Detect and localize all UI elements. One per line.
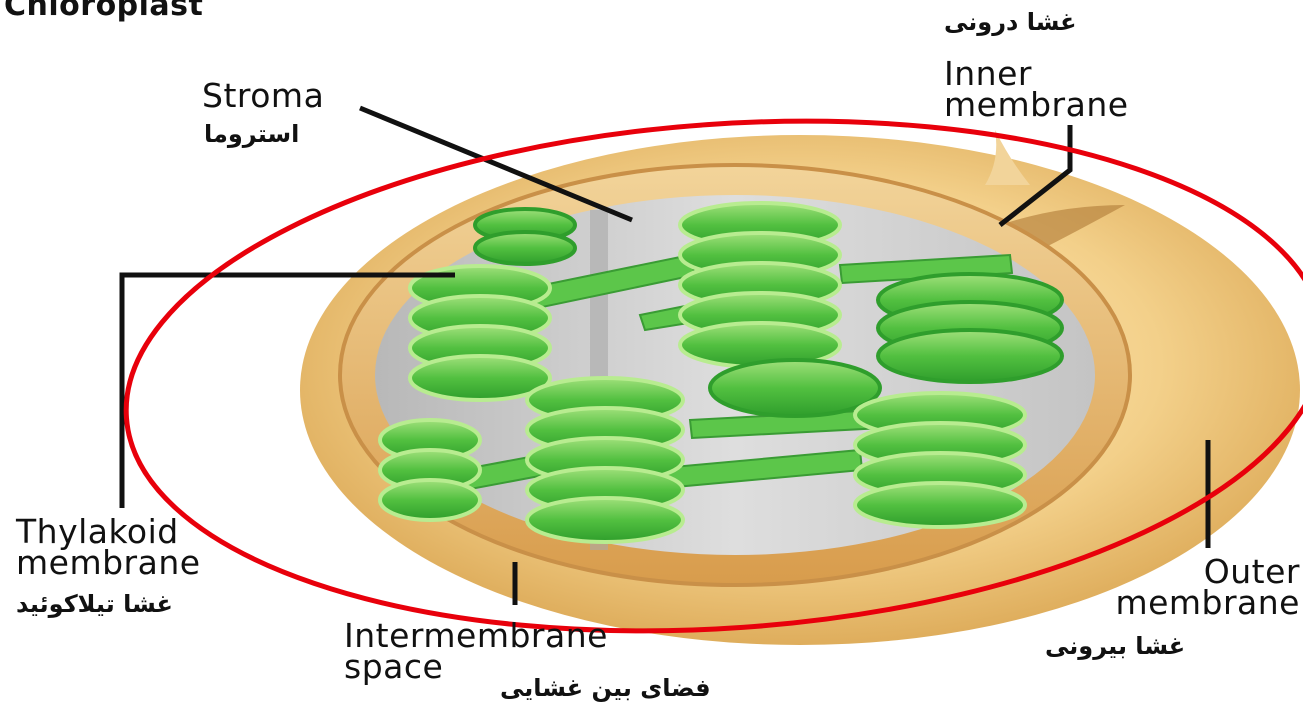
- outer-membrane-label: Outer membrane: [1040, 556, 1300, 618]
- outer-membrane-label-fa: غشا بیرونی: [1045, 632, 1185, 660]
- thylakoid-membrane-label: Thylakoid membrane: [16, 516, 296, 578]
- intermembrane-space-label: Intermembrane space: [344, 620, 704, 682]
- stroma-label: Stroma: [202, 80, 324, 111]
- inner-membrane-label: Inner membrane: [944, 58, 1214, 120]
- inner-membrane-label-fa: غشا درونی: [944, 8, 1077, 36]
- intermembrane-space-label-fa: فضای بین غشایی: [500, 674, 711, 702]
- stroma-label-fa: استروما: [204, 120, 299, 148]
- thylakoid-membrane-label-fa: غشا تیلاکوئید: [16, 590, 173, 618]
- diagram-title: Chloroplast: [4, 0, 203, 21]
